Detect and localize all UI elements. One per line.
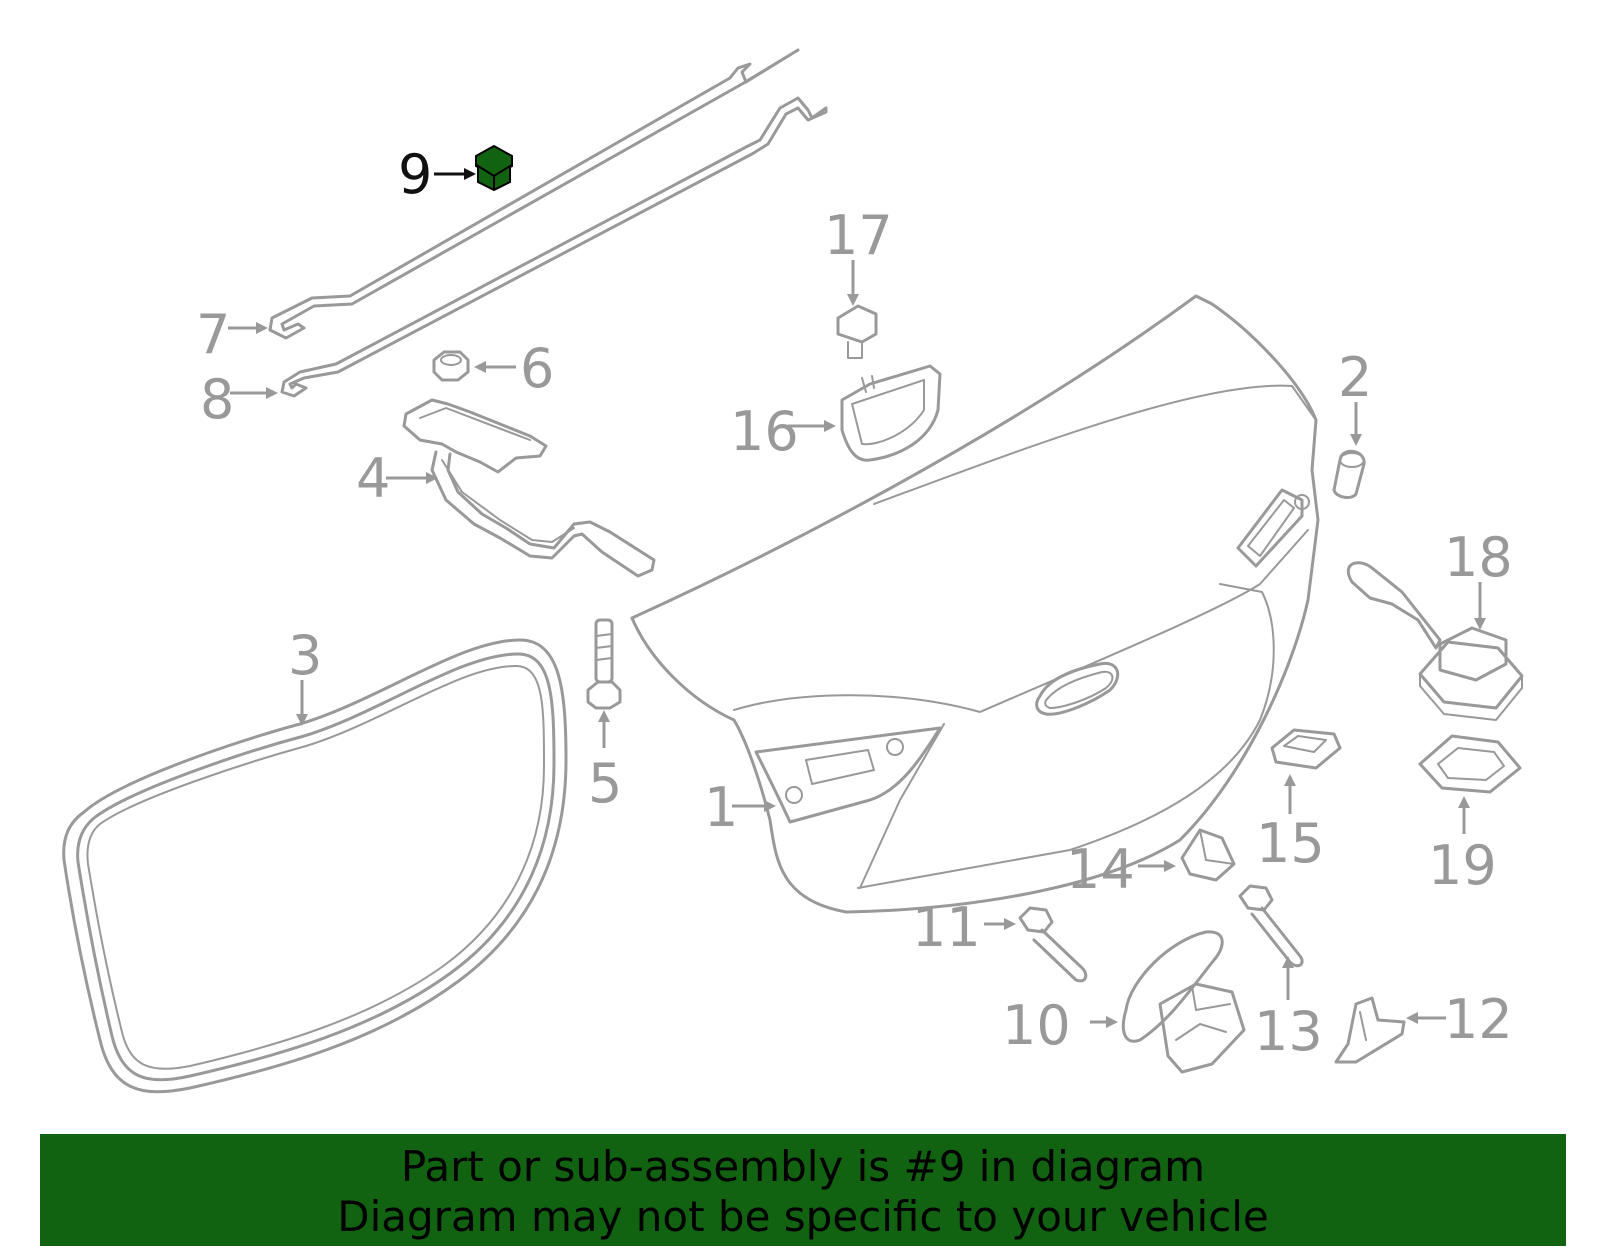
part-3-weatherstrip — [62, 638, 568, 1094]
callout-18: 18 — [1444, 526, 1513, 589]
callout-2: 2 — [1338, 346, 1372, 409]
callout-13: 13 — [1254, 1000, 1323, 1063]
callout-16: 16 — [730, 400, 799, 463]
callout-8: 8 — [200, 368, 234, 431]
part-4-hinge — [402, 398, 656, 578]
callout-15: 15 — [1256, 812, 1325, 875]
part-15-switch — [1270, 728, 1342, 770]
callout-14: 14 — [1066, 838, 1135, 901]
part-5-stud — [586, 618, 622, 710]
part-19-bezel — [1418, 734, 1522, 794]
banner-line-1: Part or sub-assembly is #9 in diagram — [400, 1142, 1206, 1191]
callout-19: 19 — [1428, 834, 1497, 897]
part-17-clip — [836, 304, 878, 359]
banner-line-2: Diagram may not be specific to your vehi… — [337, 1192, 1269, 1241]
part-1-trunk-lid — [630, 294, 1320, 914]
part-9-clip — [475, 144, 513, 192]
callout-5: 5 — [588, 752, 622, 815]
part-13-bolt — [1238, 884, 1304, 968]
callout-9: 9 — [398, 143, 432, 206]
callout-10: 10 — [1002, 994, 1071, 1057]
part-14-block — [1180, 828, 1236, 882]
callout-12: 12 — [1444, 988, 1513, 1051]
callout-17: 17 — [824, 204, 893, 267]
part-16-handle — [840, 364, 942, 462]
callout-6: 6 — [520, 337, 554, 400]
callout-7: 7 — [196, 303, 230, 366]
callout-1: 1 — [704, 776, 738, 839]
part-8-rod — [280, 96, 828, 398]
callout-arrows — [228, 168, 1486, 1028]
callout-3: 3 — [288, 624, 322, 687]
part-10-latch — [1121, 930, 1246, 1074]
callout-11: 11 — [912, 896, 981, 959]
info-banner: Part or sub-assembly is #9 in diagram Di… — [40, 1134, 1566, 1246]
part-6-nut — [432, 350, 470, 382]
part-18-camera — [1346, 561, 1524, 721]
part-7-rod — [268, 48, 800, 340]
part-2-bumper — [1332, 449, 1366, 499]
part-11-bolt — [1018, 906, 1088, 983]
part-12-striker — [1334, 996, 1406, 1064]
callout-4: 4 — [356, 447, 390, 510]
